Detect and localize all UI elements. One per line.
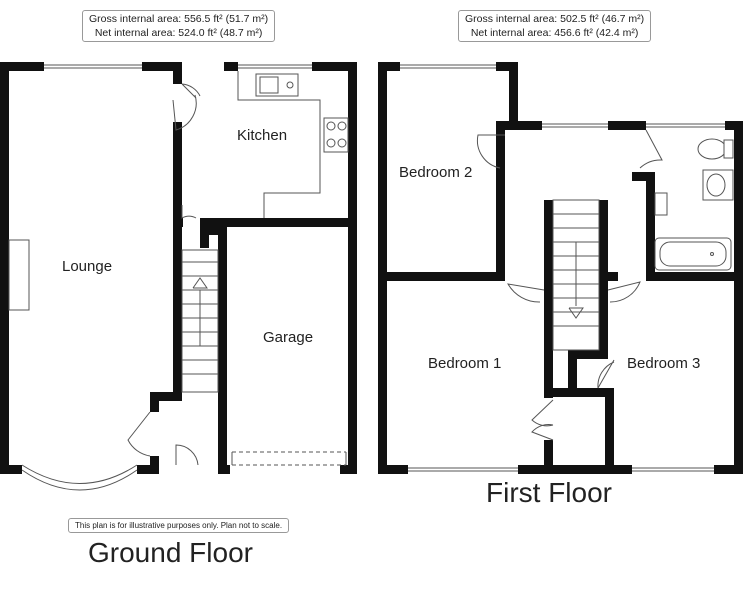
- lounge-hall-wall-upper: [173, 212, 182, 395]
- kitchen-counter: [237, 71, 321, 218]
- room-label-lounge: Lounge: [62, 258, 113, 275]
- room-label-bedroom1: Bedroom 1: [428, 355, 502, 372]
- kitchen-wall-top-left: [224, 62, 238, 71]
- bedroom2-door-swing: [476, 134, 505, 169]
- first-wall-top2-left: [496, 121, 542, 130]
- cupboard-door-swing: [181, 205, 197, 219]
- kitchen-wall-right: [348, 62, 357, 474]
- room-label-kitchen: Kitchen: [237, 127, 288, 144]
- cupboard-wall-top: [544, 388, 614, 397]
- landing-wall-2: [568, 350, 577, 388]
- ground-wall-left: [0, 62, 9, 474]
- lounge-bay-window: [21, 469, 138, 491]
- room-label-bedroom2: Bedroom 2: [399, 164, 473, 181]
- first-wall-bottom-mid: [518, 465, 632, 474]
- stair-arrow-up-icon: [192, 277, 208, 289]
- first-net-area: Net internal area: 456.6 ft² (42.4 m²): [470, 27, 639, 39]
- kitchen-bottom-left: [173, 218, 183, 227]
- first-wall-left: [378, 62, 387, 474]
- landing-wall: [568, 350, 608, 359]
- kitchen-bottom-wall: [200, 218, 357, 227]
- room-label-bedroom3: Bedroom 3: [627, 355, 701, 372]
- first-wall-top-left: [378, 62, 400, 71]
- hob-ring-1: [326, 121, 336, 131]
- hall-door-swing: [127, 411, 151, 457]
- first-wall-top-mid: [496, 62, 518, 71]
- lounge-door-swing: [172, 94, 197, 131]
- bathroom-left-wall: [646, 172, 655, 280]
- first-wall-bottom-right: [714, 465, 743, 474]
- bathroom-bottom-wall: [646, 272, 743, 281]
- bathroom-cabinet: [654, 192, 668, 216]
- ground-floor-title: Ground Floor: [88, 537, 253, 568]
- ground-floor-area-box: Gross internal area: 556.5 ft² (51.7 m²)…: [82, 10, 276, 42]
- bathroom-left-stub: [632, 172, 654, 181]
- cupboard-wall-left: [544, 440, 553, 474]
- toilet-cistern: [723, 139, 734, 159]
- ground-staircase: [181, 249, 219, 393]
- ground-floor-plan: [0, 62, 357, 491]
- ground-gross-area: Gross internal area: 556.5 ft² (51.7 m²): [89, 13, 269, 25]
- first-wall-step: [509, 62, 518, 130]
- first-wall-top2-mid: [608, 121, 646, 130]
- cupboard-door-swing-2: [531, 424, 554, 441]
- kitchen-tap: [286, 81, 294, 89]
- stair-right-wall: [599, 200, 608, 350]
- first-floor-area-box: Gross internal area: 502.5 ft² (46.7 m²)…: [458, 10, 652, 42]
- hall-wall-bottom-right: [218, 465, 230, 474]
- bath-inner: [659, 241, 727, 267]
- first-gross-area: Gross internal area: 502.5 ft² (46.7 m²): [465, 13, 645, 25]
- kitchen-sink-bowl: [259, 76, 279, 94]
- bedroom2-right-wall: [496, 121, 505, 281]
- basin-bowl: [706, 173, 726, 197]
- bath-drain: [710, 252, 714, 256]
- hall-corner: [200, 226, 227, 235]
- cupboard-door-swing-1: [531, 399, 554, 427]
- first-floor-plan: [378, 62, 743, 474]
- front-door-swing: [175, 444, 199, 466]
- hob-ring-3: [326, 138, 336, 148]
- toilet-icon: [697, 138, 727, 160]
- first-wall-bottom-left: [378, 465, 408, 474]
- first-staircase: [552, 199, 600, 351]
- bedroom2-bottom-wall: [378, 272, 505, 281]
- lounge-fireplace: [8, 239, 30, 311]
- hob-ring-4: [337, 138, 347, 148]
- stair-left-wall: [544, 200, 553, 398]
- ground-wall-bottom-mid: [137, 465, 159, 474]
- lounge-hall-step: [150, 392, 182, 401]
- first-floor-title: First Floor: [486, 477, 612, 508]
- hall-wall-bottom: [150, 456, 159, 474]
- ground-wall-top-mid: [142, 62, 182, 71]
- bedroom1-door-swing: [507, 283, 545, 303]
- kitchen-door-swing: [181, 83, 201, 99]
- lounge-kitchen-wall: [173, 122, 182, 226]
- ground-wall-top-left: [0, 62, 44, 71]
- ground-wall-bottom-left: [0, 465, 22, 474]
- bedroom3-door-swing: [607, 281, 641, 303]
- hall-garage-wall: [218, 218, 227, 474]
- lounge-bay-window-inner: [21, 464, 138, 484]
- stair-arrow-down-icon: [568, 307, 584, 319]
- ground-wall-top-right: [173, 62, 182, 84]
- bedroom3-landing-door-swing: [597, 359, 615, 389]
- first-wall-right: [734, 121, 743, 474]
- bathroom-door-swing: [639, 129, 663, 169]
- garage-wall-bottom-right: [340, 465, 357, 474]
- hall-cupboard-wall: [200, 226, 209, 248]
- plan-disclaimer: This plan is for illustrative purposes o…: [68, 518, 290, 533]
- room-label-garage: Garage: [263, 329, 314, 346]
- lounge-hall-step2: [150, 392, 159, 412]
- cupboard-wall-right: [605, 388, 614, 474]
- kitchen-wall-top: [312, 62, 357, 71]
- bedroom3-top-wall: [608, 272, 618, 281]
- hob-ring-2: [337, 121, 347, 131]
- ground-net-area: Net internal area: 524.0 ft² (48.7 m²): [94, 27, 263, 39]
